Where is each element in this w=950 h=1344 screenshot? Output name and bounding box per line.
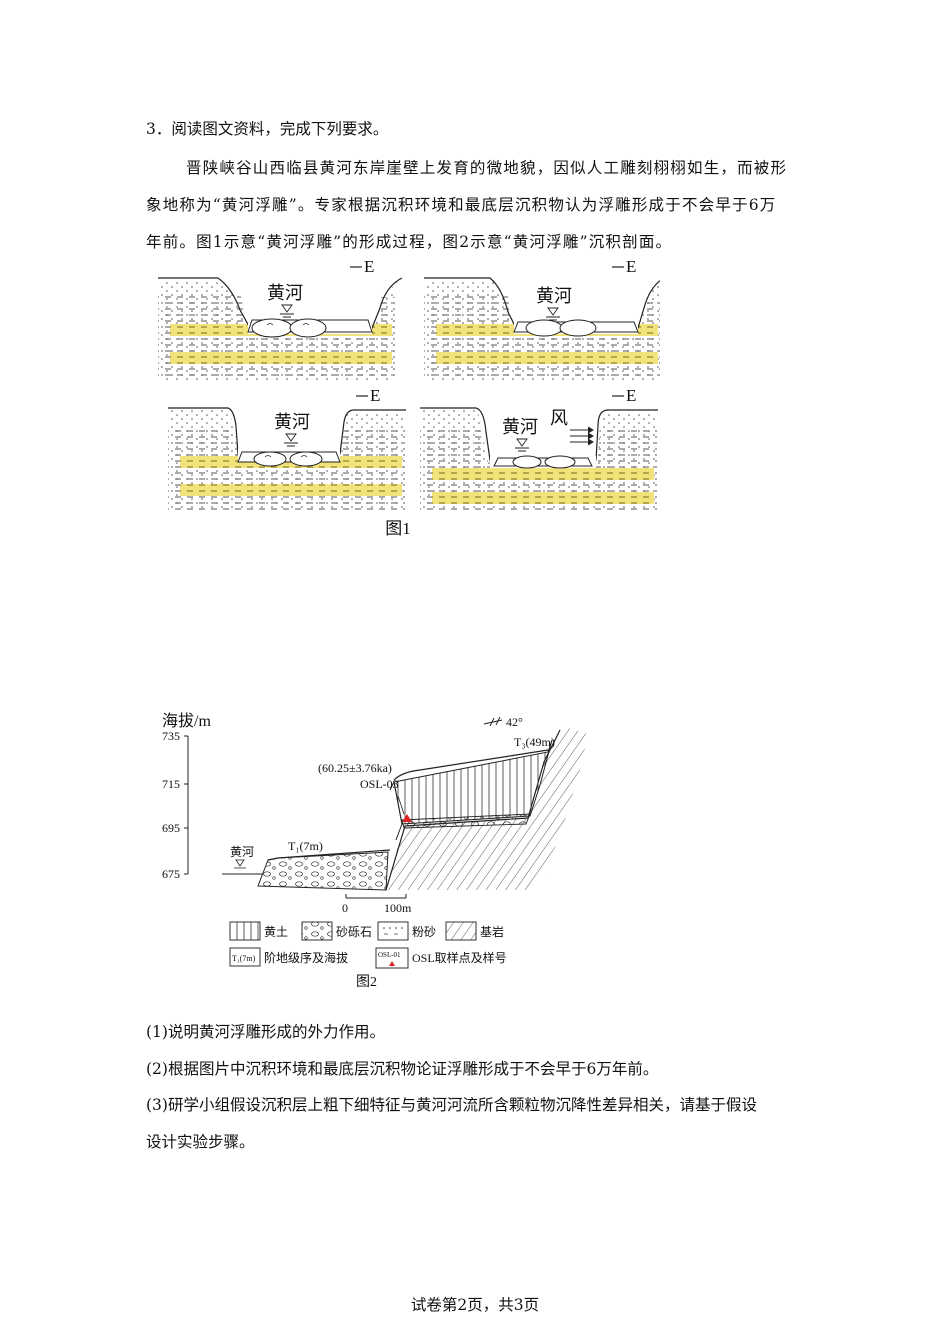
dip-label: 42° [506, 715, 523, 729]
scale-end: 100m [384, 901, 412, 915]
y-axis-label: 海拔/m [162, 712, 211, 730]
sub-question-3-continued: 设计实验步骤。 [146, 1133, 255, 1151]
fig1-direction-label-4: E [626, 386, 636, 405]
dip-strike-icon [483, 716, 503, 727]
fig1-wind-label: 风 [550, 408, 568, 428]
fig1-direction-label-1: E [364, 257, 374, 276]
fig1-direction-label-2: E [626, 257, 636, 276]
fig1-river-label-2: 黄河 [536, 286, 572, 306]
sample-label: OSL-03 [360, 777, 399, 791]
legend-loess: 黄土 [264, 925, 288, 939]
fig1-river-label-3: 黄河 [274, 412, 310, 432]
legend-silt: 粉砂 [412, 925, 436, 939]
paragraph-line-3: 年前。图1示意“黄河浮雕”的形成过程，图2示意“黄河浮雕”沉积剖面。 [146, 233, 673, 251]
sub-question-3: (3)研学小组假设沉积层上粗下细特征与黄河河流所含颗粒物沉降性差异相关，请基于假… [146, 1096, 757, 1114]
scale-zero: 0 [342, 901, 348, 915]
wind-arrows-icon [570, 426, 594, 446]
fig1-panel-1: 黄河 E [158, 257, 403, 380]
figure-2: 海拔/m 735 715 695 675 42° T₃(49m) (60.25±… [150, 700, 630, 1000]
sub-question-1: (1)说明黄河浮雕形成的外力作用。 [146, 1023, 385, 1041]
legend-osl-box: OSL-01 [378, 951, 401, 959]
fig1-panel-4: 黄河 风 E [420, 386, 658, 510]
terrace-t3-label: T₃(49m) [514, 735, 555, 749]
figure-1: 黄河 E 黄河 E 黄河 E [140, 252, 660, 542]
terrace-t1-label: T₁(7m) [288, 839, 323, 853]
legend-bedrock: 基岩 [480, 924, 504, 939]
fig1-river-label-4: 黄河 [502, 417, 538, 437]
fig1-panel-2: 黄河 E [424, 257, 660, 380]
y-tick-735: 735 [162, 729, 180, 743]
legend-terrace-text: 阶地级序及海拔 [264, 950, 348, 965]
y-tick-675: 675 [162, 867, 180, 881]
legend-osl-text: OSL取样点及样号 [412, 950, 507, 965]
fig1-direction-label-3: E [370, 386, 380, 405]
figure-1-caption: 图1 [385, 519, 411, 538]
page-footer: 试卷第2页，共3页 [410, 1296, 540, 1314]
legend-terrace-box: T₁(7m) [232, 954, 256, 963]
y-tick-715: 715 [162, 777, 180, 791]
figure-2-caption: 图2 [356, 975, 377, 990]
fig1-panel-3: 黄河 E [168, 386, 406, 510]
age-label: (60.25±3.76ka) [318, 761, 392, 775]
question-heading: 3．阅读图文资料，完成下列要求。 [146, 120, 389, 138]
fig1-river-label-1: 黄河 [267, 283, 303, 303]
fig2-river-label: 黄河 [230, 845, 254, 859]
y-tick-695: 695 [162, 821, 180, 835]
water-level-icon [234, 859, 246, 869]
paragraph-line-1: 晋陕峡谷山西临县黄河东岸崖壁上发育的微地貌，因似人工雕刻栩栩如生，而被形 [186, 159, 788, 177]
paragraph-line-2: 象地称为“黄河浮雕”。专家根据沉积环境和最底层沉积物认为浮雕形成于不会早于6万 [146, 196, 777, 214]
legend-gravel: 砂砾石 [336, 925, 372, 939]
sub-question-2: (2)根据图片中沉积环境和最底层沉积物论证浮雕形成于不会早于6万年前。 [146, 1060, 659, 1078]
